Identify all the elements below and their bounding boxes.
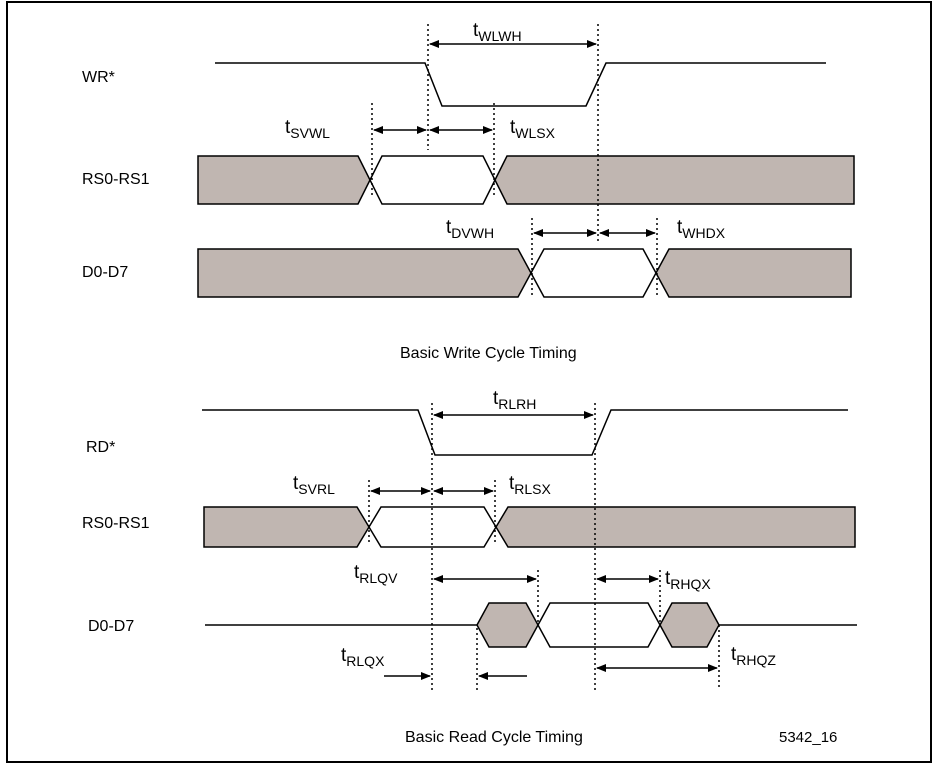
wr-waveform (215, 62, 826, 107)
twlwh-label: tWLWH (473, 20, 522, 44)
wr-signal-label: WR* (82, 69, 115, 86)
figure-id-label: 5342_16 (779, 729, 837, 746)
write-rs-bus-valid (369, 155, 496, 205)
read-data-signal-label: D0-D7 (88, 618, 134, 635)
trlsx-label: tRLSX (509, 473, 552, 497)
read-data-invalid-left (476, 602, 539, 648)
write-data-bus-left (197, 248, 532, 298)
read-data-valid (537, 602, 661, 648)
trhqz-label: tRHQZ (731, 644, 776, 668)
tdvwh-label: tDVWH (446, 217, 494, 241)
twlsx-label: tWLSX (510, 117, 556, 141)
rd-waveform (202, 409, 848, 456)
write-rs-bus-right (494, 155, 855, 205)
read-data-invalid-right (659, 602, 720, 648)
write-data-bus-valid (530, 248, 657, 298)
read-cycle: RD* RS0-RS1 D0-D7 (82, 388, 857, 746)
trlrh-label: tRLRH (493, 388, 536, 412)
read-cycle-caption: Basic Read Cycle Timing (405, 729, 583, 746)
write-rs-bus-left (197, 155, 371, 205)
read-rs-bus-right (495, 506, 856, 548)
read-rs-signal-label: RS0-RS1 (82, 515, 150, 532)
write-cycle: WR* RS0-RS1 D0-D7 tW (82, 20, 855, 362)
write-rs-signal-label: RS0-RS1 (82, 171, 150, 188)
rd-signal-label: RD* (86, 439, 115, 456)
write-data-signal-label: D0-D7 (82, 264, 128, 281)
trlqx-label: tRLQX (341, 645, 385, 669)
write-data-bus-right (655, 248, 852, 298)
twhdx-label: tWHDX (677, 217, 726, 241)
tsvwl-label: tSVWL (285, 117, 330, 141)
trhqx-label: tRHQX (665, 568, 711, 592)
write-cycle-caption: Basic Write Cycle Timing (400, 345, 577, 362)
tsvrl-label: tSVRL (293, 473, 335, 497)
trlqv-label: tRLQV (354, 562, 398, 586)
read-rs-bus-left (203, 506, 370, 548)
figure-border (6, 1, 932, 763)
